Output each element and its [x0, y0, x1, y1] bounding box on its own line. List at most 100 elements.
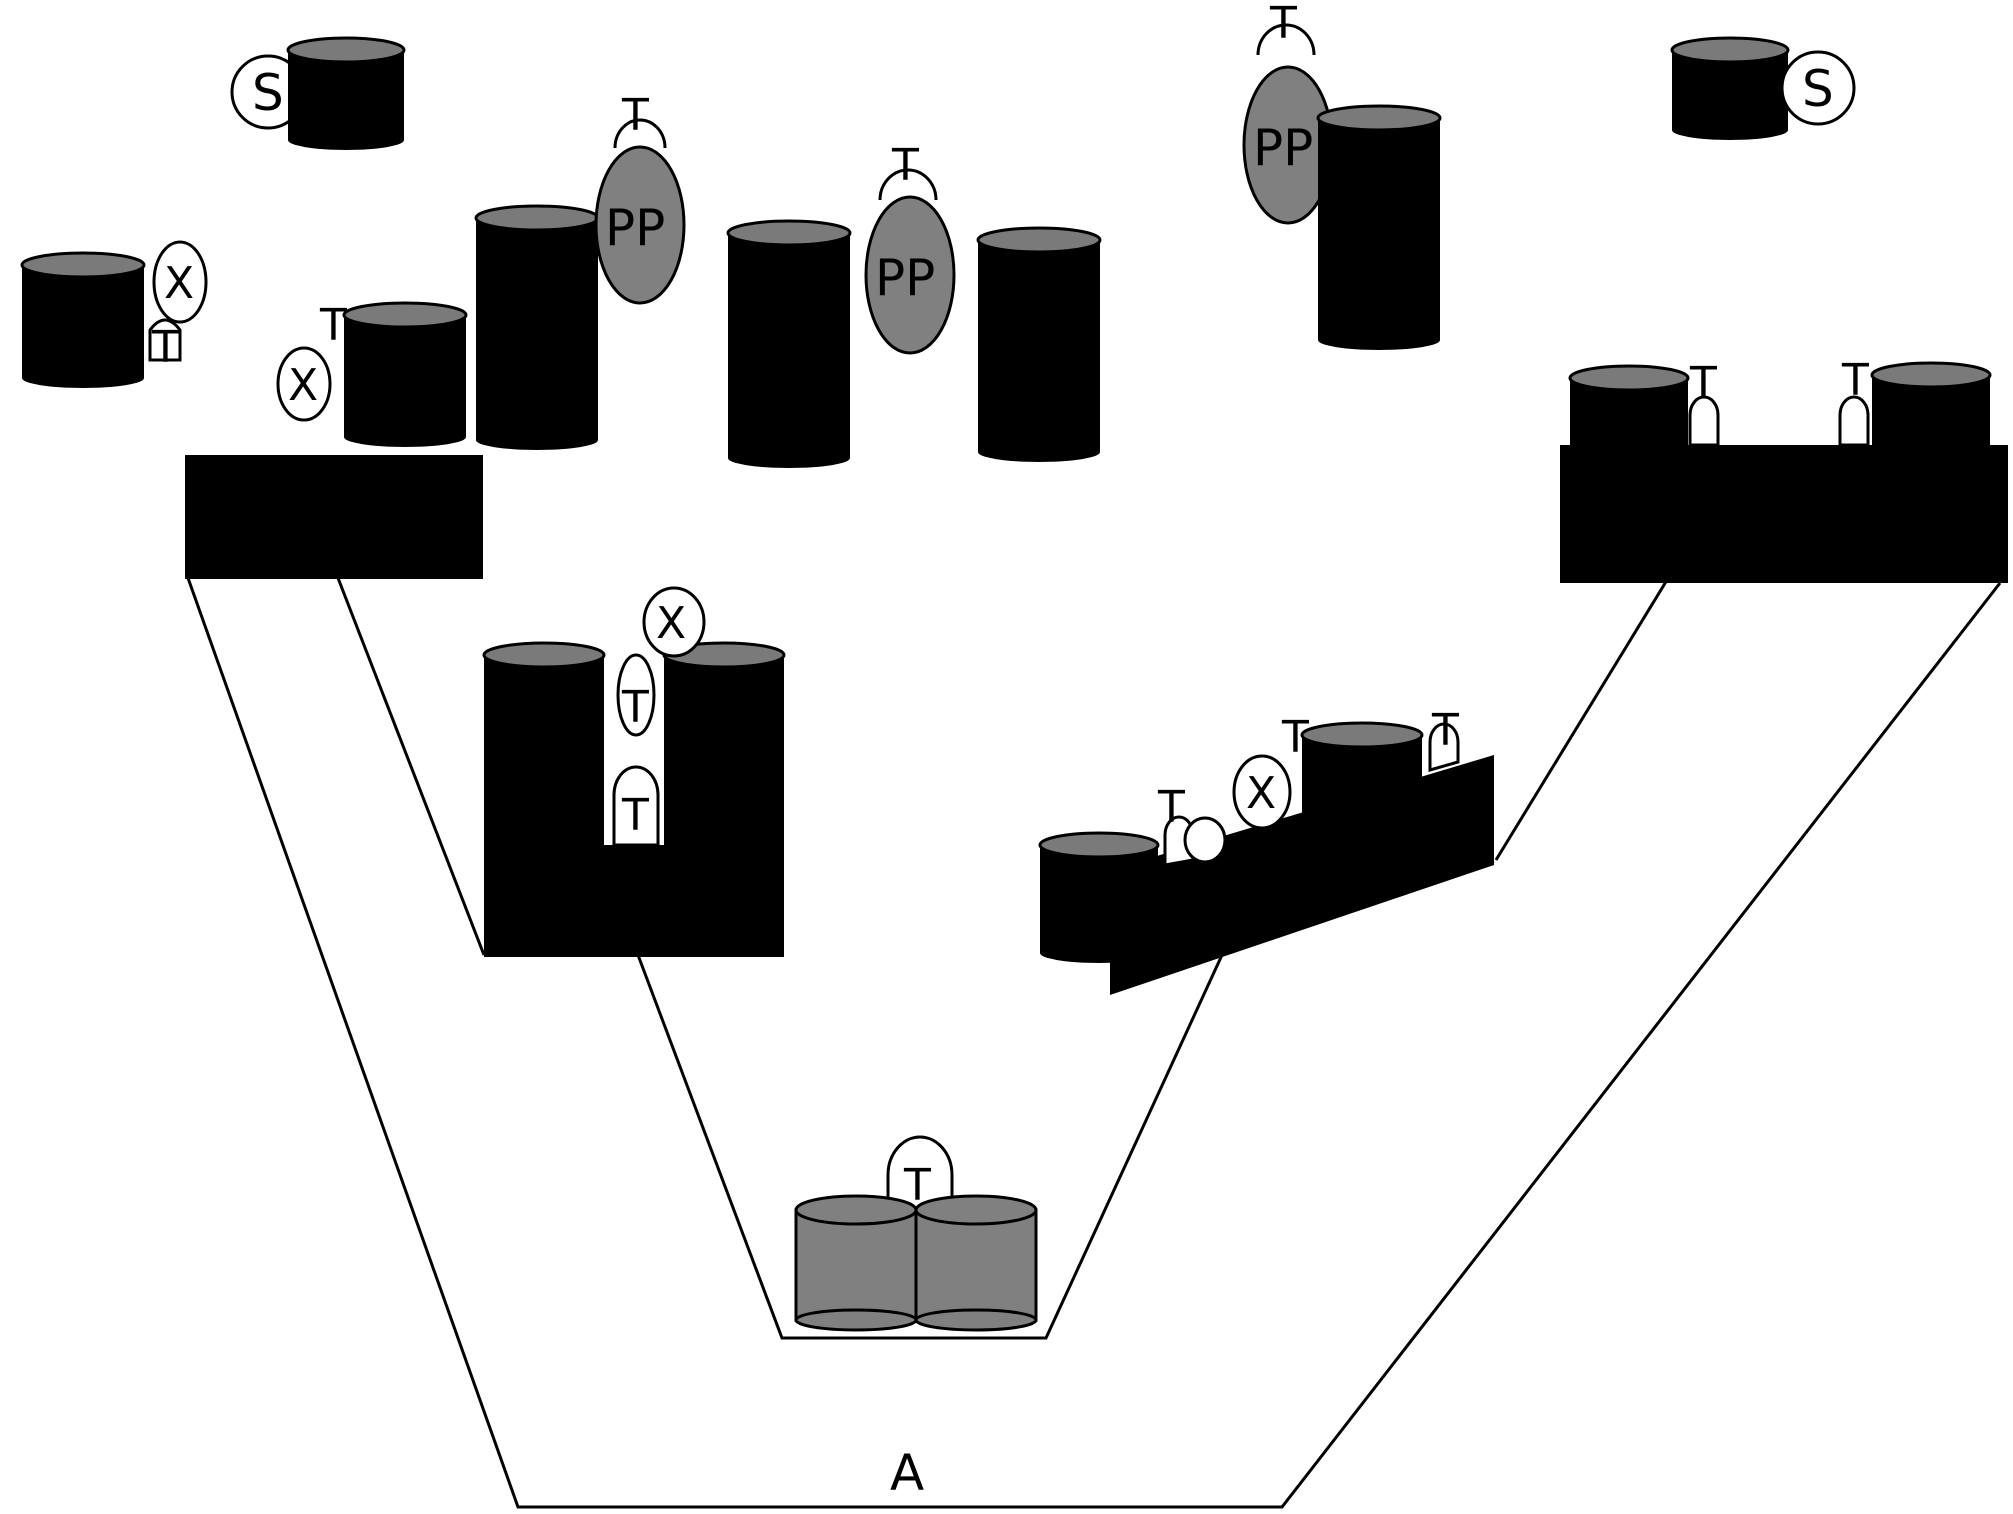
tank-top: [1300, 721, 1424, 749]
tank-body: [22, 265, 144, 378]
t-label: T: [621, 682, 649, 733]
tank-top: [286, 36, 406, 64]
pp-pump-label: PP: [1253, 119, 1313, 177]
tank-top: [914, 1194, 1038, 1226]
tank-top: [474, 204, 600, 232]
tank-group-middle-right: T X T T: [1038, 705, 1494, 995]
t-loop: [1688, 395, 1720, 447]
x-valve-label: X: [656, 598, 686, 649]
tank-bottom: [344, 427, 466, 447]
t-loop: [1428, 722, 1460, 772]
t-loop: [1256, 23, 1316, 56]
tank-group-top-right: S: [1670, 36, 1856, 140]
tank-bottom: [1040, 943, 1158, 963]
tank-bottom: [1672, 120, 1788, 140]
x-valve-label: X: [1246, 768, 1276, 819]
tank-top: [794, 1194, 918, 1226]
t-label: T: [1841, 355, 1869, 406]
tank-body: [1318, 118, 1440, 340]
tank-bottom: [978, 442, 1100, 462]
t-label: T: [621, 90, 649, 141]
tank-group-bottom: T: [794, 1135, 1038, 1332]
tank-body: [664, 655, 784, 855]
pp-pump-label: PP: [605, 199, 665, 257]
tank-top: [1038, 831, 1160, 859]
s-symbol-label: S: [1802, 60, 1834, 118]
pp-pump-icon: [864, 195, 956, 355]
tank-body: [1040, 845, 1158, 953]
inner-funnel-line-right: [1494, 579, 1669, 861]
t-label: T: [1157, 782, 1185, 833]
x-valve-icon: [1232, 754, 1292, 830]
x-valve-label: X: [164, 258, 194, 309]
tank-group-left: X T X T T PP: [20, 90, 686, 579]
t-loop: [886, 1135, 954, 1200]
inner-funnel-line-mid: [636, 954, 1224, 1340]
tank-bottom: [1318, 330, 1440, 350]
t-loop: [612, 765, 660, 847]
tank-body: [728, 233, 850, 458]
tank-bottom: [728, 448, 850, 468]
inner-funnel-line-left: [336, 577, 486, 956]
tank-bottom: [476, 430, 598, 450]
tank-top: [1316, 104, 1442, 132]
tank-top: [482, 641, 606, 669]
s-symbol-circle: [1780, 50, 1856, 126]
a-label: A: [890, 1444, 924, 1502]
x-valve-icon: [642, 586, 706, 658]
tank-bottom: [914, 1308, 1038, 1332]
tank-body: [794, 1208, 918, 1322]
tank-body: [1302, 735, 1422, 845]
tank-group-right: T T: [1560, 355, 2008, 583]
tank-top: [726, 219, 852, 247]
platform-block: [185, 455, 483, 579]
tank-top: [976, 226, 1102, 254]
t-label: T: [891, 140, 919, 191]
tank-body: [344, 315, 466, 437]
platform-block: [484, 845, 784, 957]
pp-pump-icon: [594, 145, 686, 305]
t-label: T: [1689, 358, 1717, 409]
x-valve-icon: [152, 240, 208, 324]
t-loop: [616, 653, 656, 737]
t-label: T: [1281, 712, 1309, 763]
tank-bottom: [288, 130, 404, 150]
channel-filler: [604, 845, 664, 855]
t-label: T: [621, 790, 649, 841]
t-label: T: [1431, 705, 1459, 756]
root-node: A: [890, 1444, 924, 1502]
tank-body: [978, 240, 1100, 452]
platform-block: [1560, 445, 2008, 583]
tank-body: [914, 1208, 1038, 1322]
tank-group-middle-left: X T T: [482, 586, 786, 957]
tank-top: [20, 251, 146, 279]
t-label: T: [319, 300, 347, 351]
t-loop: [148, 318, 182, 362]
t-loop: [878, 168, 938, 201]
tank-body: [288, 50, 404, 140]
tank-top: [1568, 364, 1690, 392]
tank-top: [1670, 36, 1790, 64]
t-label: T: [151, 322, 179, 373]
t-loop: [613, 118, 667, 149]
s-symbol-label: S: [252, 64, 284, 122]
t-label: T: [1269, 0, 1297, 49]
tank-group-upper-right: T PP: [1242, 0, 1442, 350]
tank-group-middle-top: T PP: [726, 140, 1102, 468]
tank-bottom: [22, 368, 144, 388]
connector-lines: [186, 577, 2002, 1509]
tank-top: [1870, 361, 1992, 389]
tank-group-top-left: S: [230, 36, 406, 150]
outer-funnel-line: [186, 577, 2002, 1509]
x-valve-label: X: [288, 360, 318, 411]
tank-top: [342, 301, 468, 329]
x-valve-icon: [276, 346, 332, 422]
t-loop: [1838, 395, 1870, 447]
pp-pump-label: PP: [875, 249, 935, 307]
tank-body: [476, 218, 598, 440]
x-valve-icon: [1183, 816, 1227, 864]
tank-body: [484, 655, 604, 855]
tank-bottom: [794, 1308, 918, 1332]
